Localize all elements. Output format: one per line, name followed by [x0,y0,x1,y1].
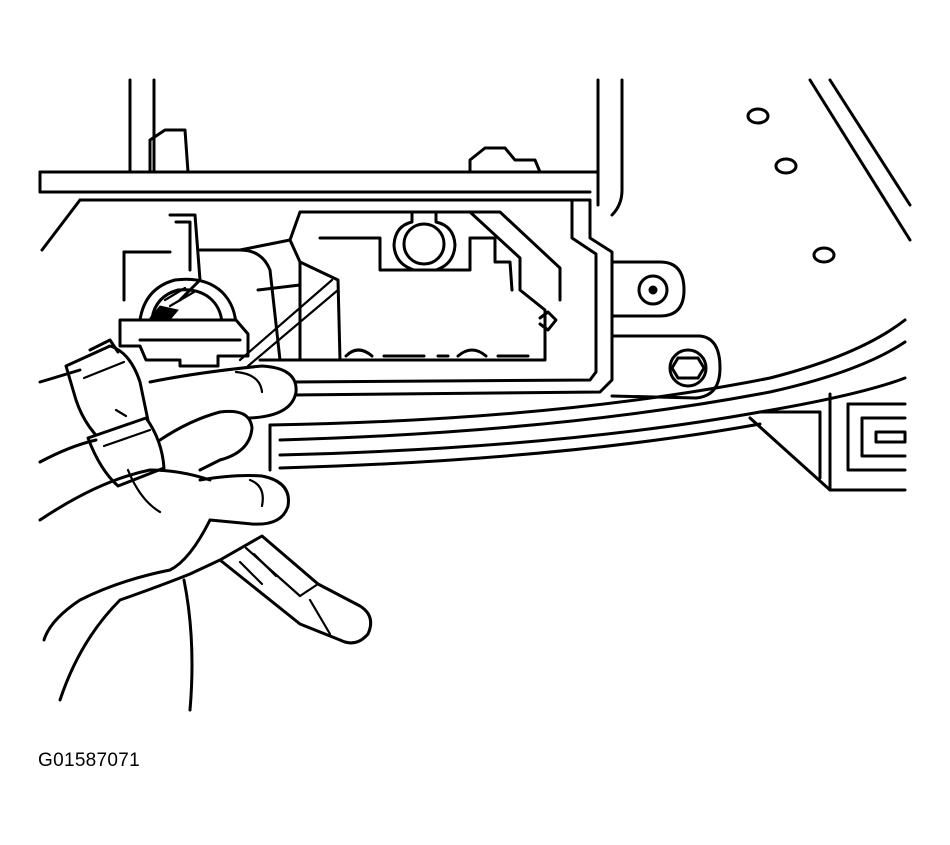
door-panel [746,78,912,264]
figure-id-label: G01587071 [38,750,141,771]
hand-holding-tool [38,338,373,712]
handle-lever-assembly [118,213,340,368]
lower-trim [268,318,907,492]
panel-hole [774,157,798,175]
handle-bezel [40,198,722,400]
screw-head [637,274,669,306]
panel-hole [812,246,836,264]
upper-frame [38,78,624,217]
panel-hole [746,107,770,125]
handle-cavity [288,210,562,362]
retaining-clip [402,222,446,266]
bolt-head [668,348,708,388]
